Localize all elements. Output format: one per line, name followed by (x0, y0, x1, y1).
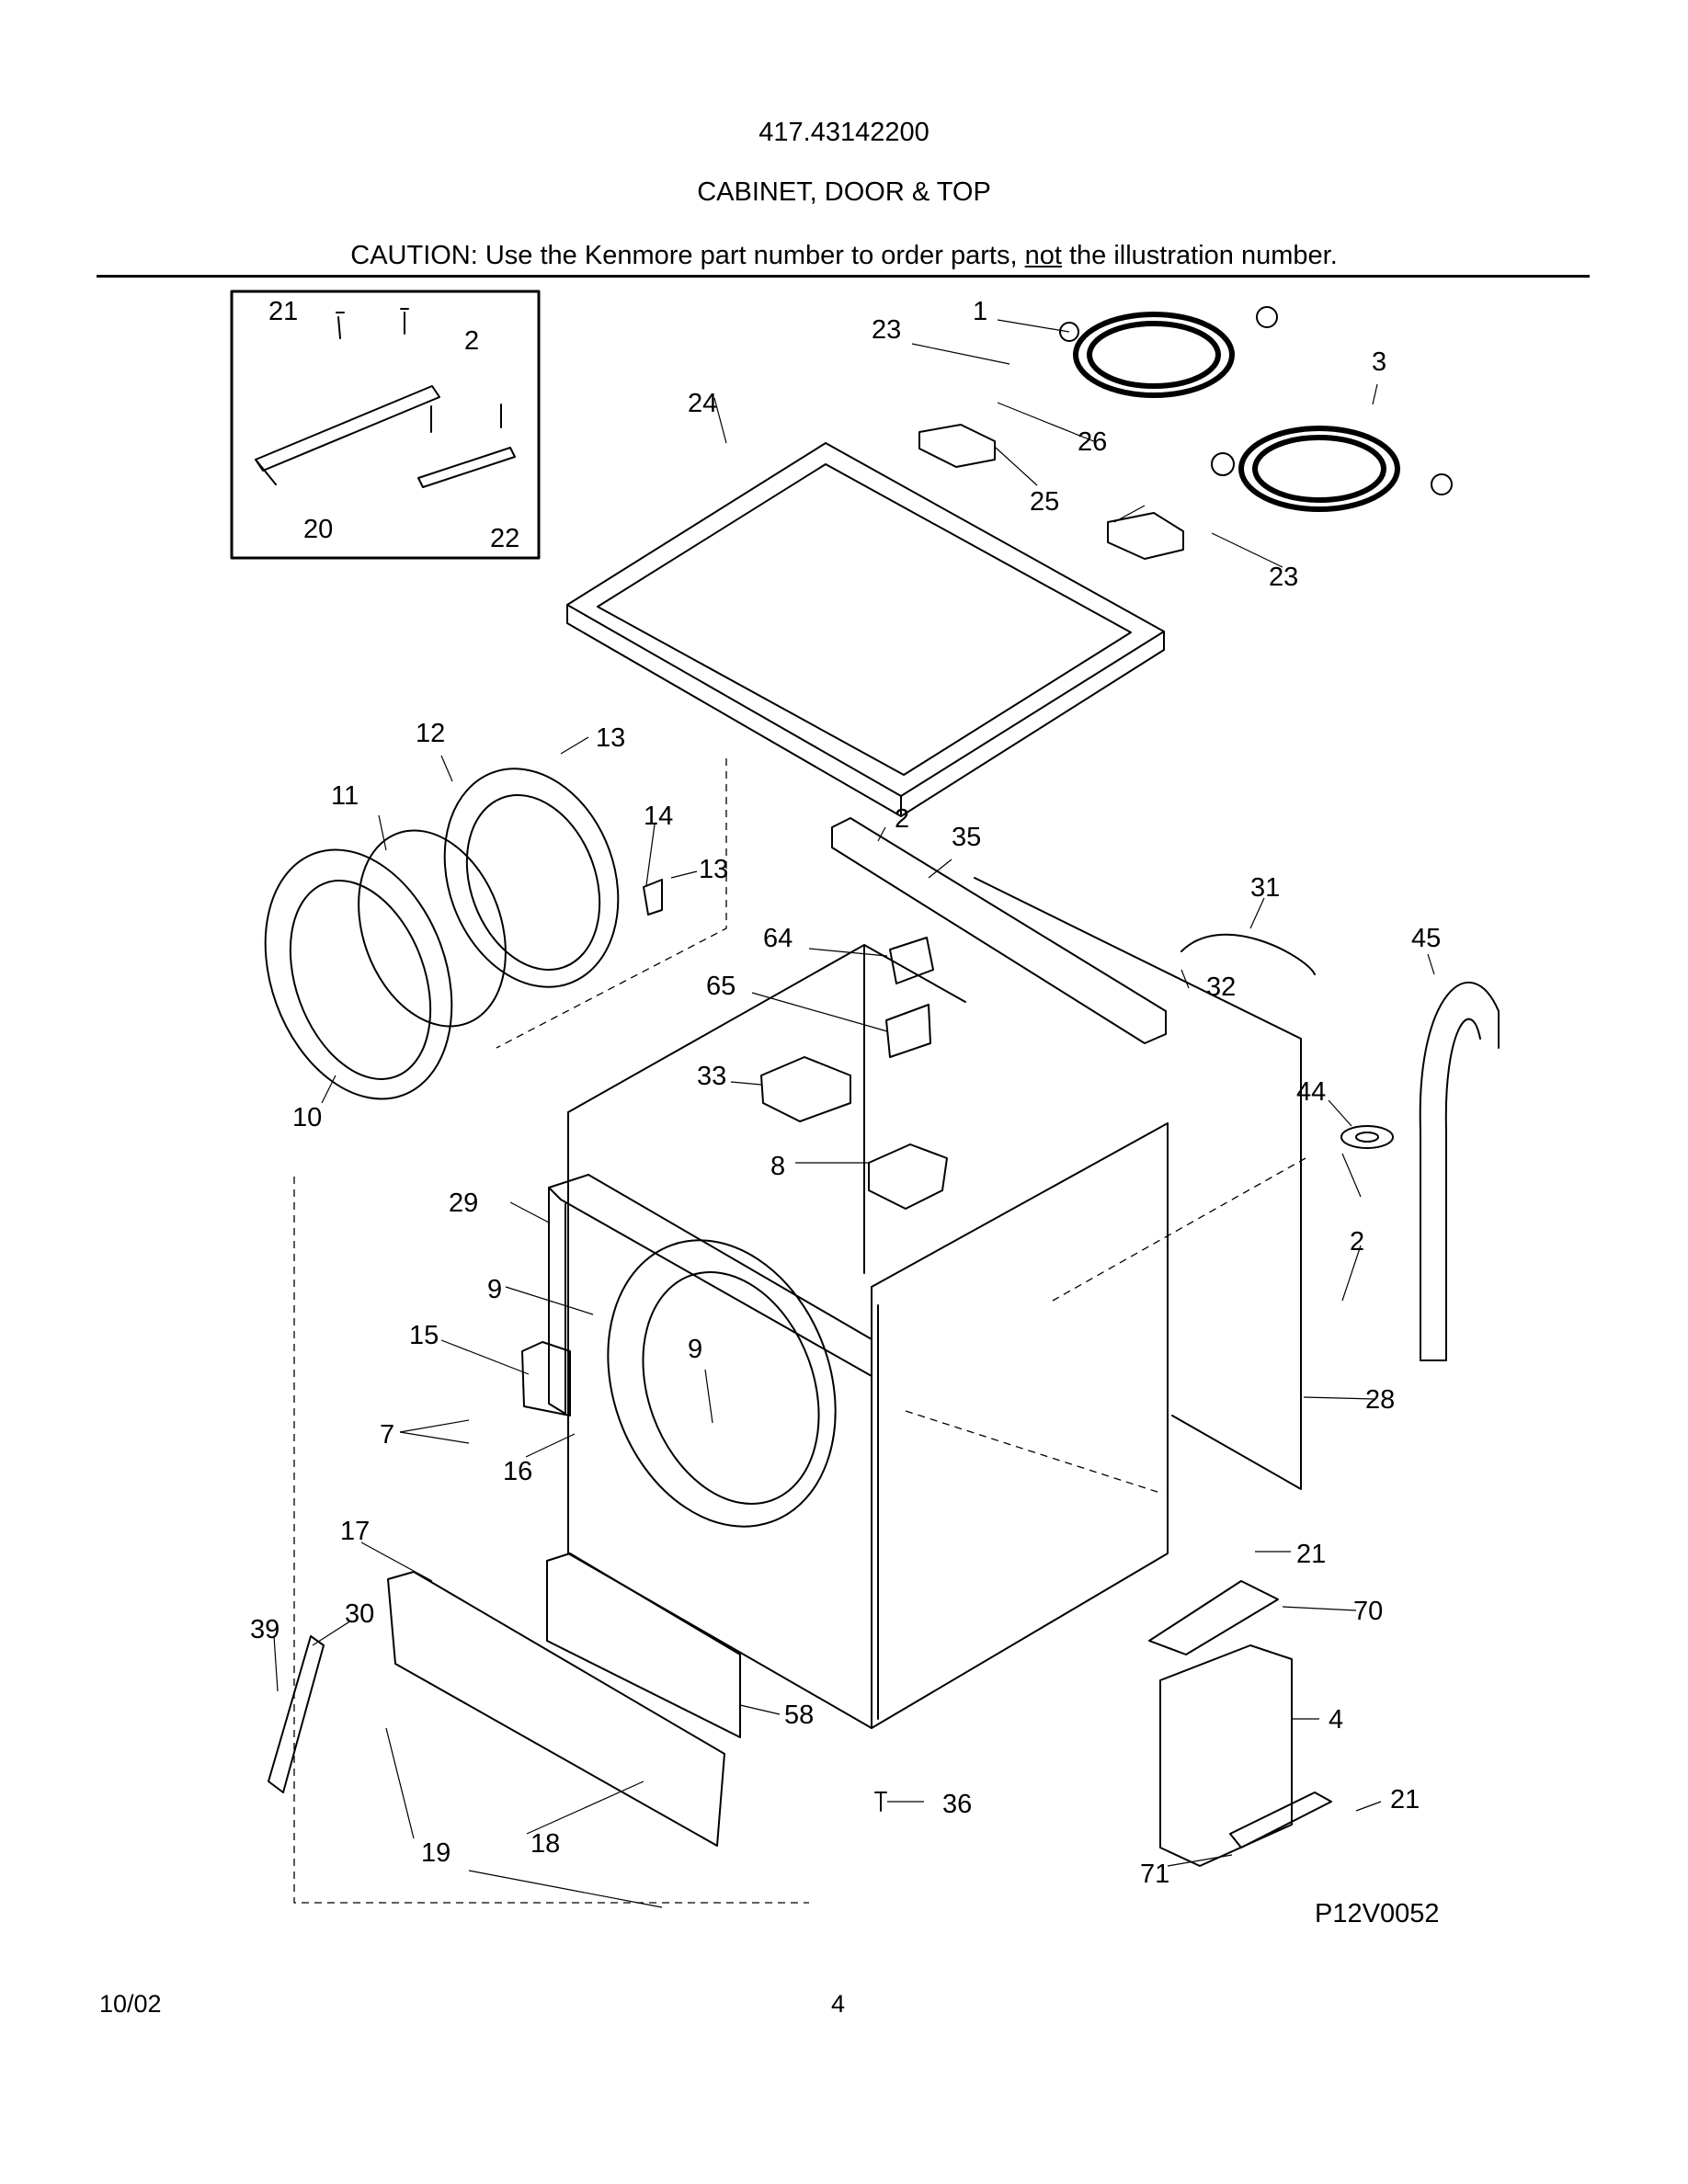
label-9b: 9 (688, 1335, 702, 1364)
label-31: 31 (1250, 873, 1280, 903)
inset-bracket-20 (255, 385, 440, 485)
label-25: 25 (1030, 487, 1059, 517)
filter-cover-58 (546, 1553, 741, 1738)
label-58: 58 (784, 1701, 814, 1730)
label-65: 65 (706, 972, 736, 1001)
caution-text-end: the illustration number. (1061, 241, 1338, 270)
kickplate-18 (387, 1571, 725, 1847)
label-1: 1 (973, 297, 987, 326)
door-lock-8 (868, 1143, 948, 1210)
hose-1 (1073, 312, 1235, 398)
illustration-code: P12V0052 (1315, 1899, 1440, 1928)
bracket-30 (268, 1635, 325, 1793)
hinge-15 (521, 1341, 571, 1416)
label-2: 2 (895, 804, 909, 834)
inset-screws (336, 308, 502, 433)
model-number: 417.43142200 (758, 118, 930, 147)
hose-3-fitting-b (1431, 473, 1453, 495)
hose-1-fitting-a (1059, 322, 1079, 342)
label-4: 4 (1329, 1705, 1343, 1735)
cabinet-body (567, 944, 1169, 1729)
rail-35 (831, 817, 1167, 1044)
label-17: 17 (340, 1517, 370, 1546)
label-8: 8 (770, 1152, 785, 1181)
label-44: 44 (1296, 1077, 1326, 1107)
door-glass-11 (358, 829, 507, 1028)
label-32: 32 (1206, 973, 1236, 1002)
caution-underlined-word: not (1024, 241, 1062, 270)
pressure-switch-33 (760, 1056, 851, 1122)
inset-box (230, 290, 541, 560)
dashed-guide-lines (293, 758, 1306, 1904)
label-2b: 2 (1350, 1227, 1364, 1257)
label-26: 26 (1078, 427, 1107, 457)
label-35: 35 (952, 823, 981, 852)
label-21b: 21 (1390, 1785, 1420, 1814)
label-inset-21: 21 (268, 297, 298, 326)
bracket-25a (918, 424, 996, 468)
inset-bracket-22 (417, 447, 516, 488)
label-30: 30 (345, 1599, 374, 1629)
label-70: 70 (1353, 1597, 1383, 1626)
footer-date: 10/02 (99, 1990, 162, 2018)
label-64: 64 (763, 924, 793, 953)
side-panel-28 (974, 877, 1302, 1490)
leader-lines (273, 319, 1435, 1908)
page-title: CABINET, DOOR & TOP (697, 177, 991, 207)
label-inset-22: 22 (490, 524, 519, 553)
label-23: 23 (872, 315, 901, 345)
door-inner-ring-12 (443, 768, 620, 988)
label-3: 3 (1372, 347, 1386, 377)
washer-44 (1340, 1125, 1394, 1149)
label-10: 10 (292, 1103, 322, 1132)
hose-1-fitting-b (1256, 306, 1278, 328)
label-18: 18 (530, 1829, 560, 1859)
label-inset-20: 20 (303, 515, 333, 544)
box-65 (885, 1004, 931, 1058)
label-28: 28 (1365, 1385, 1395, 1415)
page-number: 4 (831, 1990, 846, 2018)
caution-text-start: CAUTION: Use the Kenmore part number to … (350, 241, 1025, 270)
control-board-4 (1159, 1644, 1293, 1867)
power-cord-31 (1180, 933, 1316, 975)
caution-note: CAUTION: Use the Kenmore part number to … (0, 241, 1688, 271)
bracket-71 (1229, 1792, 1332, 1848)
label-36: 36 (942, 1790, 972, 1819)
label-13b: 13 (699, 855, 728, 884)
label-11: 11 (331, 781, 359, 811)
bracket-70 (1148, 1580, 1279, 1655)
header-rule (97, 275, 1590, 278)
label-29: 29 (449, 1189, 478, 1218)
label-7: 7 (380, 1420, 394, 1450)
label-45: 45 (1411, 924, 1441, 953)
hose-3 (1238, 426, 1400, 512)
switch-64 (889, 937, 934, 984)
label-24: 24 (688, 389, 717, 418)
label-13: 13 (596, 723, 625, 753)
label-12: 12 (416, 719, 445, 748)
label-19: 19 (421, 1838, 451, 1868)
label-inset-2: 2 (464, 326, 479, 356)
label-14: 14 (644, 802, 673, 831)
drain-hose-45 (1419, 982, 1500, 1361)
door-hinge-14 (643, 879, 663, 916)
hose-3-fitting-a (1211, 452, 1235, 476)
top-panel (566, 442, 1165, 817)
bolt-36 (874, 1792, 887, 1812)
label-23b: 23 (1269, 563, 1298, 592)
label-21: 21 (1296, 1540, 1326, 1569)
label-16: 16 (503, 1457, 532, 1486)
label-39: 39 (250, 1615, 279, 1644)
door-outer-ring-10 (264, 848, 453, 1100)
label-33: 33 (697, 1062, 726, 1091)
label-15: 15 (409, 1321, 439, 1350)
label-71: 71 (1140, 1860, 1169, 1889)
front-panel-29 (548, 1174, 873, 1528)
label-9: 9 (487, 1275, 502, 1304)
bracket-25b (1107, 512, 1184, 560)
